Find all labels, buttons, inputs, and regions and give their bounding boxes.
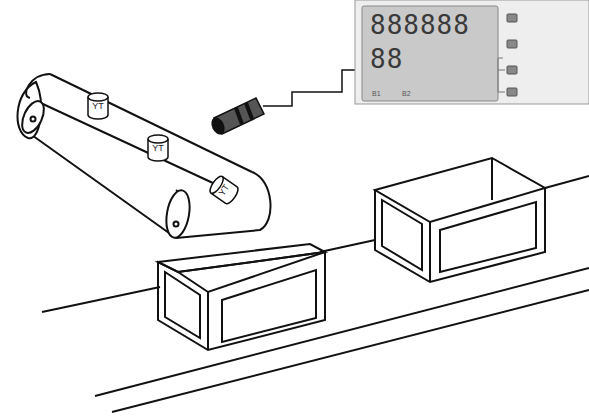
signal-wire bbox=[263, 70, 357, 106]
workpiece-cylinder: YT bbox=[146, 134, 170, 162]
panel-buttons bbox=[507, 14, 517, 96]
display-screen: 88888888B1B2 bbox=[362, 6, 498, 101]
axle bbox=[31, 117, 36, 122]
workpiece-cylinder: YT bbox=[86, 92, 110, 120]
open-box bbox=[375, 158, 545, 222]
roller bbox=[163, 188, 193, 239]
box-panel bbox=[222, 270, 316, 342]
open-box bbox=[375, 188, 545, 282]
digit-display: 888888 bbox=[370, 10, 470, 40]
belt-edge bbox=[50, 74, 252, 172]
roller bbox=[18, 98, 49, 136]
box-top bbox=[158, 244, 325, 272]
display-screen bbox=[362, 6, 498, 101]
workpiece-cylinder: YT bbox=[206, 172, 243, 208]
workpiece-label: YT bbox=[146, 143, 170, 153]
box-panel bbox=[440, 202, 536, 272]
display-housing bbox=[355, 0, 589, 104]
indicator-label: B2 bbox=[402, 90, 411, 97]
button-bracket bbox=[498, 58, 505, 92]
open-box bbox=[158, 252, 325, 350]
workpiece-label: YT bbox=[86, 101, 110, 111]
belt-edge bbox=[22, 128, 176, 238]
box-panel bbox=[165, 272, 200, 338]
photo-sensor bbox=[209, 98, 264, 137]
indicator-label: B1 bbox=[372, 90, 381, 97]
box-panel bbox=[382, 200, 422, 270]
axle bbox=[174, 222, 179, 227]
digit-display: 88 bbox=[370, 44, 403, 74]
belt-edge bbox=[26, 74, 50, 98]
conveyor-line bbox=[95, 268, 589, 412]
